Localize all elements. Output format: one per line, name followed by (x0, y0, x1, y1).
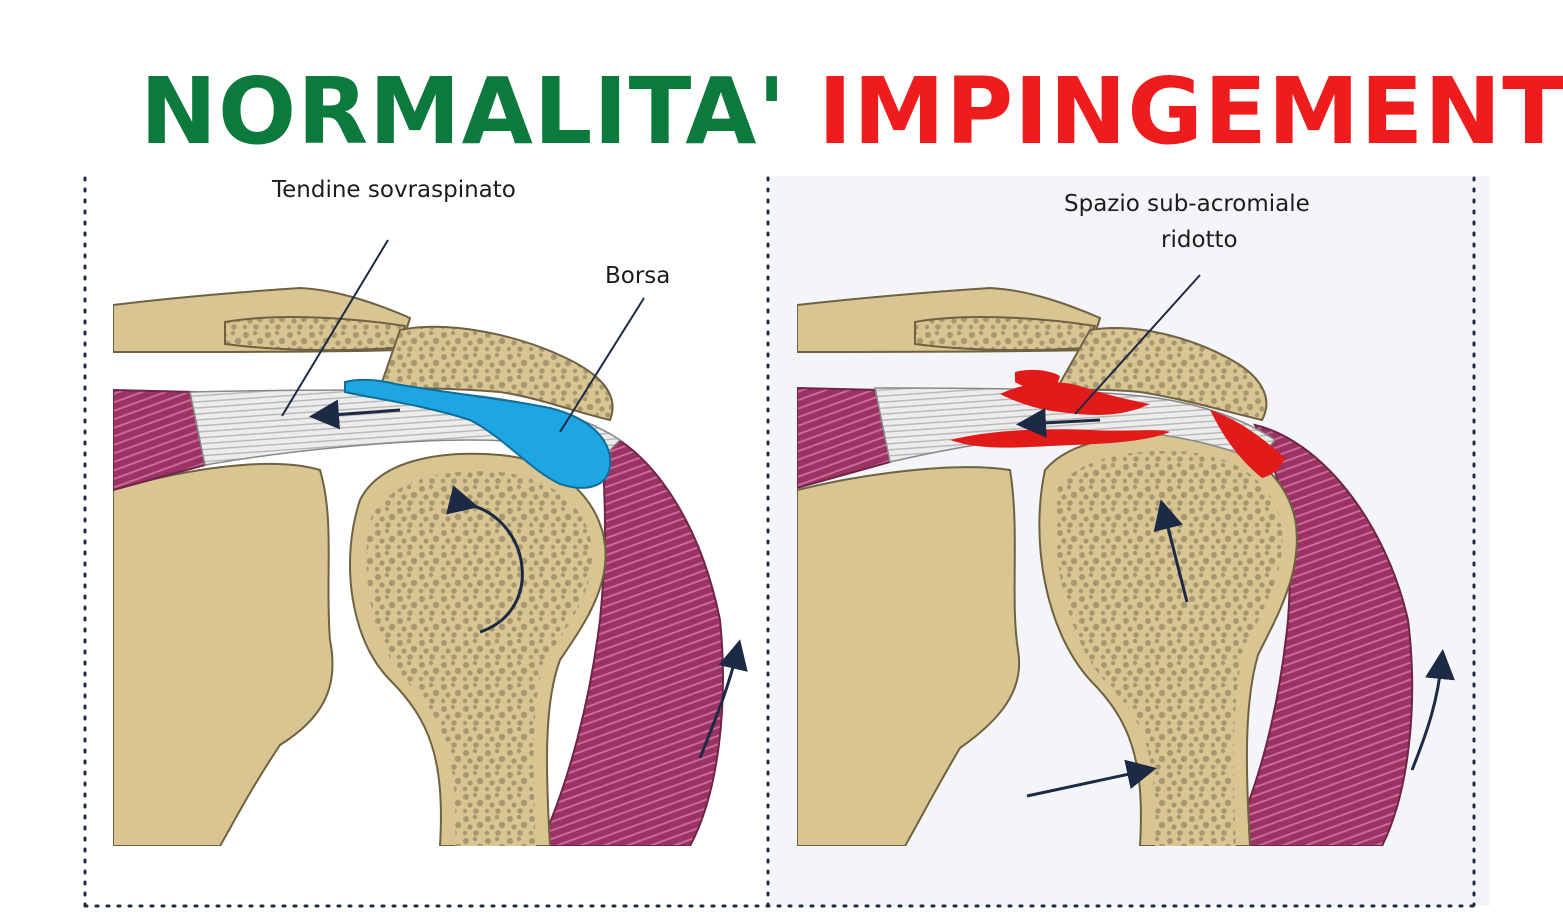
normal-shoulder-illustration (113, 286, 748, 846)
inflamed-tissue (1210, 410, 1285, 478)
scapula-bone (797, 466, 1021, 846)
tendon-label: Tendine sovraspinato (271, 177, 516, 203)
bursa (344, 378, 612, 489)
normal-heading: NORMALITA' (140, 58, 787, 165)
impingement-heading: IMPINGEMENT (818, 58, 1563, 165)
bursa-leader-line (559, 297, 645, 433)
acromion-bone (1053, 327, 1268, 422)
space-label-line1: Spazio sub-acromiale (1064, 191, 1310, 217)
impingement-shoulder-illustration (797, 286, 1455, 846)
dotted-frame (83, 176, 1479, 908)
acromion-bone (378, 325, 614, 422)
inflamed-tissue (1015, 369, 1060, 392)
inflamed-tissue (1000, 382, 1150, 415)
space-leader-line (1074, 274, 1201, 415)
inflamed-tissue (950, 429, 1170, 448)
space-label-line2: ridotto (1161, 227, 1238, 253)
tendon-leader-line (281, 239, 389, 417)
bursa-label: Borsa (605, 263, 670, 289)
scapula-bone (113, 462, 334, 846)
